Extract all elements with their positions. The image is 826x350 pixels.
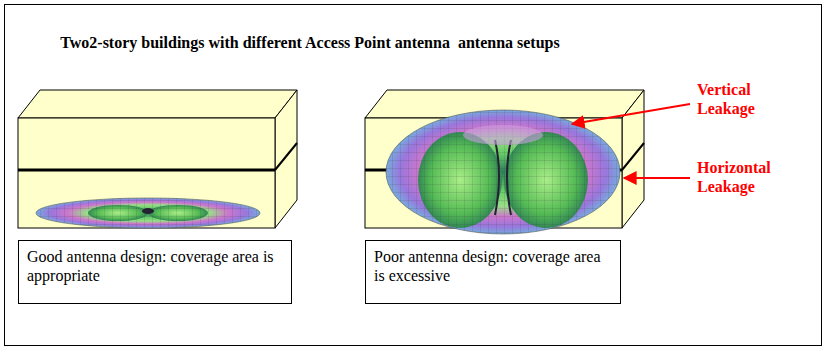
leader-arrow <box>624 177 690 179</box>
caption-text: Poor antenna design: coverage area is ex… <box>374 247 612 285</box>
caption-text: Good antenna design: coverage area is ap… <box>27 247 283 285</box>
leader-arrow <box>572 104 690 124</box>
caption-box: Good antenna design: coverage area is ap… <box>18 240 292 304</box>
radiation-pattern-large <box>386 110 620 234</box>
title: Two2-story buildings with different Acce… <box>10 33 610 52</box>
radiation-pattern-flat <box>36 198 260 228</box>
building-left <box>18 90 297 228</box>
callout-label: Vertical Leakage <box>697 80 797 118</box>
frame <box>5 5 822 346</box>
caption-box: Poor antenna design: coverage area is ex… <box>365 240 621 304</box>
callout-label: Horizontal Leakage <box>697 158 797 196</box>
